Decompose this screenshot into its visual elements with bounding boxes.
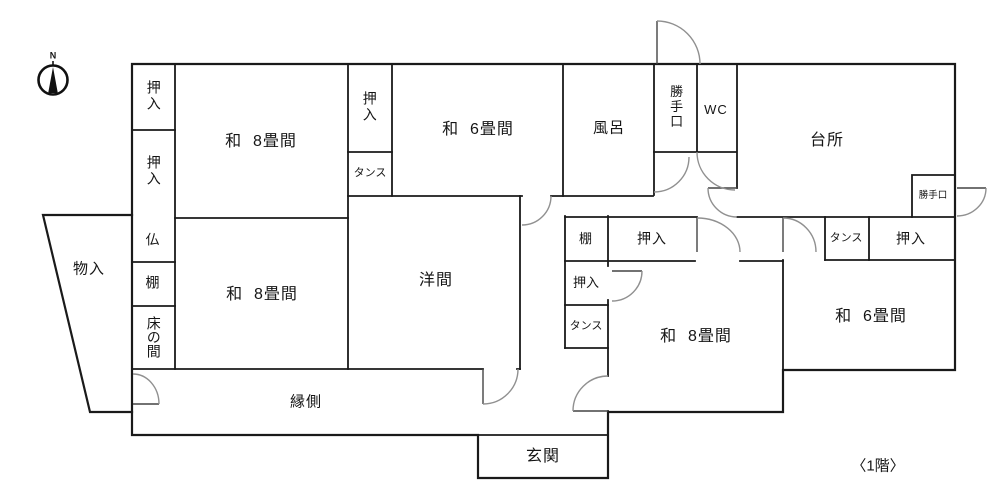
room-washitsu8-topleft: 和 8畳間 (225, 133, 297, 150)
closet-oshiire-5: 押入 (572, 274, 600, 290)
katteguchi-top-label: 勝手口 (668, 84, 684, 130)
closet-oshiire-2: 押入 (145, 155, 162, 187)
door-arcs (132, 20, 987, 412)
katteguchi-kitchen-label: 勝手口 (918, 190, 948, 202)
room-daidokoro: 台所 (809, 132, 845, 149)
room-furo: 風呂 (592, 119, 626, 137)
interior-walls (131, 63, 956, 479)
compass-north-label: N (49, 50, 57, 61)
room-washitsu8-midleft: 和 8畳間 (226, 286, 298, 303)
room-wc: WC (704, 101, 728, 117)
room-genkan: 玄関 (525, 448, 561, 465)
closet-oshiire-4: 押入 (637, 230, 667, 247)
closet-tansu-2: タンス (569, 320, 603, 333)
room-youma: 洋間 (418, 272, 454, 289)
closet-oshiire-1: 押入 (145, 80, 162, 112)
room-washitsu8-bottomright: 和 8畳間 (660, 328, 732, 345)
door-leaves (133, 21, 986, 412)
closet-oshiire-3: 押入 (361, 91, 378, 123)
closet-tansu-3: タンス (829, 232, 863, 245)
compass-icon (37, 61, 69, 96)
tokonoma-label: 床の間 (145, 316, 162, 358)
room-washitsu6-top: 和 6畳間 (442, 121, 514, 138)
room-washitsu6-bottomright: 和 6畳間 (835, 308, 907, 325)
room-engawa: 縁側 (289, 393, 323, 411)
room-monoire: 物入 (72, 260, 106, 278)
closet-butsudana-2: 棚 (145, 274, 161, 291)
closet-tana: 棚 (578, 230, 594, 246)
closet-tansu-1: タンス (353, 167, 387, 180)
closet-butsudana-1: 仏 (145, 231, 161, 248)
closet-oshiire-6: 押入 (896, 230, 926, 247)
floor-label: 〈1階〉 (851, 457, 905, 475)
